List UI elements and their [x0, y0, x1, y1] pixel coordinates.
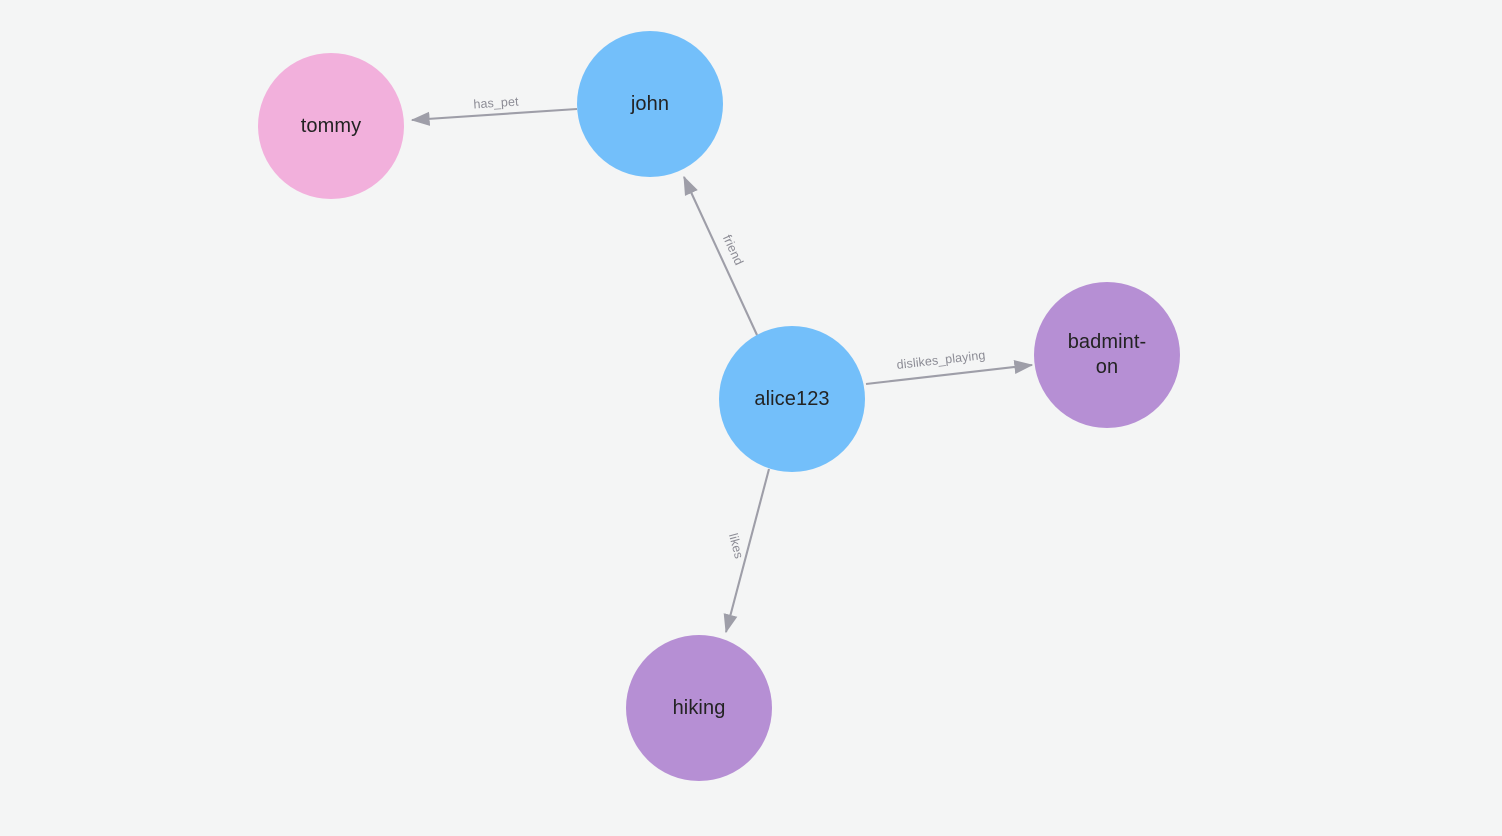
graph-node-badminton[interactable]: badmint- on: [1034, 282, 1180, 428]
node-label: tommy: [300, 114, 362, 137]
node-label: john: [630, 92, 670, 115]
node-label: alice123: [754, 387, 830, 410]
graph-node-tommy[interactable]: tommy: [258, 53, 404, 199]
node-label: badmint- on: [1067, 331, 1147, 378]
graph-node-hiking[interactable]: hiking: [626, 635, 772, 781]
node-label: hiking: [672, 696, 726, 719]
graph-node-alice123[interactable]: alice123: [719, 326, 865, 472]
graph-edge[interactable]: [410, 107, 578, 126]
graph-edge[interactable]: [723, 468, 771, 634]
graph-node-john[interactable]: john: [577, 31, 723, 177]
graph-edge[interactable]: [865, 360, 1034, 386]
graph-edge[interactable]: [683, 175, 758, 336]
